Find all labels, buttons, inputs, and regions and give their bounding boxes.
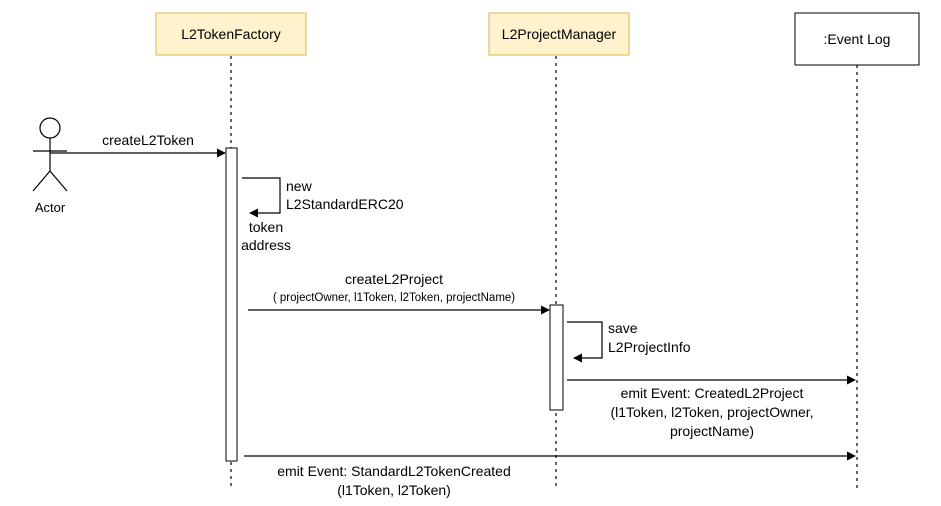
participant-box (488, 12, 630, 56)
participant-l2projectmanager[interactable]: L2ProjectManager (488, 12, 630, 56)
participant-l2tokenfactory[interactable]: L2TokenFactory (155, 12, 307, 56)
participant-box (155, 12, 307, 56)
self-message-new-erc20-arrow (242, 177, 281, 218)
actor-head (39, 117, 61, 139)
message-token-address-line2: address (241, 237, 291, 253)
message-create-l2-project: createL2Project (345, 271, 443, 287)
message-emit-created-line2: (l1Token, l2Token, projectOwner, (610, 404, 813, 420)
message-new: new (286, 178, 313, 194)
activation-l2projectmanager (549, 304, 564, 411)
message-l2-project-info: L2ProjectInfo (608, 339, 691, 355)
message-create-l2-token: createL2Token (102, 132, 194, 148)
self-message-save-arrow (567, 321, 603, 363)
message-emit-created-line3: projectName) (670, 423, 754, 439)
message-l2-standard-erc20: L2StandardERC20 (286, 196, 404, 212)
actor[interactable]: Actor (32, 117, 68, 215)
message-save: save (608, 320, 638, 336)
message-emit-created-line1: emit Event: CreatedL2Project (621, 385, 804, 401)
message-create-l2-project-args: ( projectOwner, l1Token, l2Token, projec… (273, 292, 515, 304)
actor-leg-left (32, 170, 51, 192)
participant-label: L2ProjectManager (502, 26, 617, 42)
participant-label: L2TokenFactory (181, 26, 281, 42)
participant-box (794, 12, 920, 66)
message-token-address-line1: token (249, 219, 283, 235)
actor-leg-right (49, 170, 68, 192)
message-emit-standard-line2: (l1Token, l2Token) (337, 482, 451, 498)
message-emit-standard-line1: emit Event: StandardL2TokenCreated (277, 463, 510, 479)
activation-l2tokenfactory (225, 147, 238, 462)
participant-label: :Event Log (824, 31, 891, 47)
actor-label: Actor (35, 200, 66, 215)
participant-event-log[interactable]: :Event Log (794, 12, 920, 66)
